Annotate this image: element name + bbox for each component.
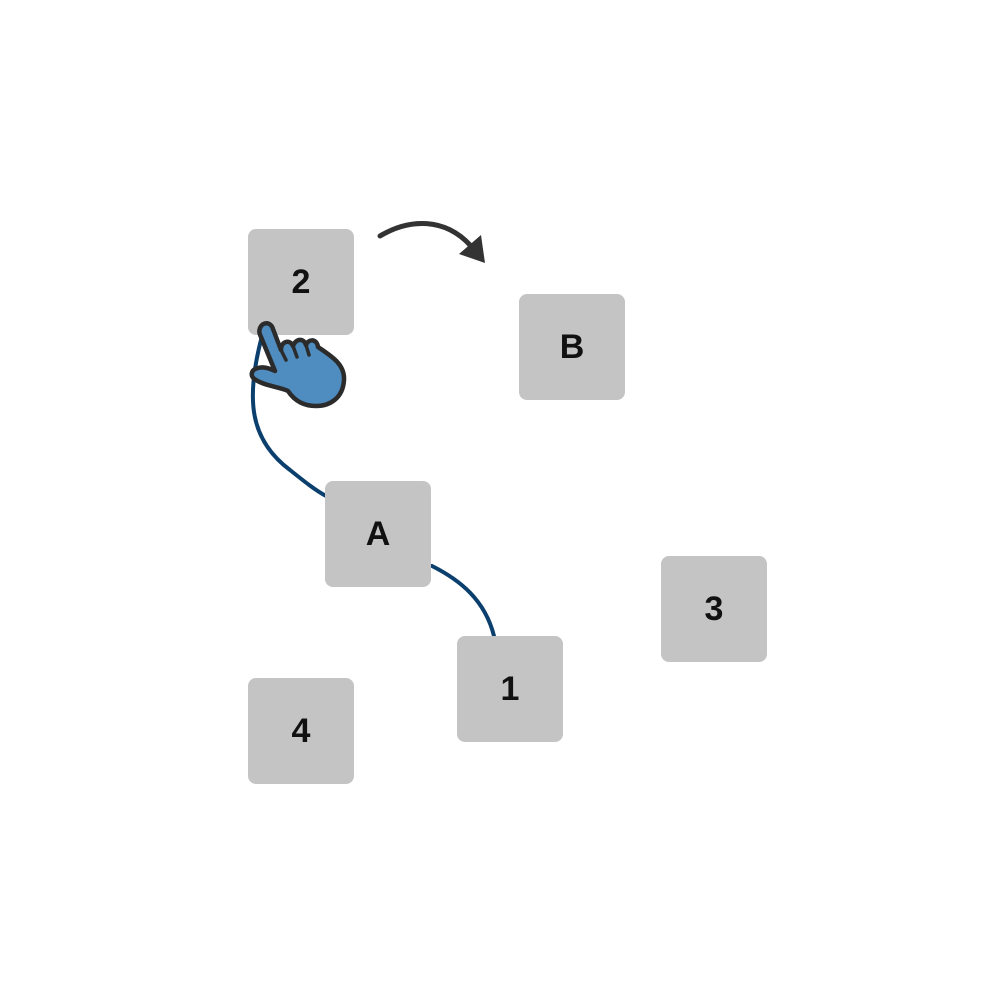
tile-4[interactable]: 4 (248, 678, 354, 784)
tile-3[interactable]: 3 (661, 556, 767, 662)
tile-2[interactable]: 2 (248, 229, 354, 335)
connection-path-a-to-1 (430, 564, 496, 638)
connection-path-2-to-a (250, 334, 328, 498)
tile-a[interactable]: A (325, 481, 431, 587)
tile-b[interactable]: B (519, 294, 625, 400)
tile-1[interactable]: 1 (457, 636, 563, 742)
curved-arrow-right-icon (377, 220, 485, 263)
